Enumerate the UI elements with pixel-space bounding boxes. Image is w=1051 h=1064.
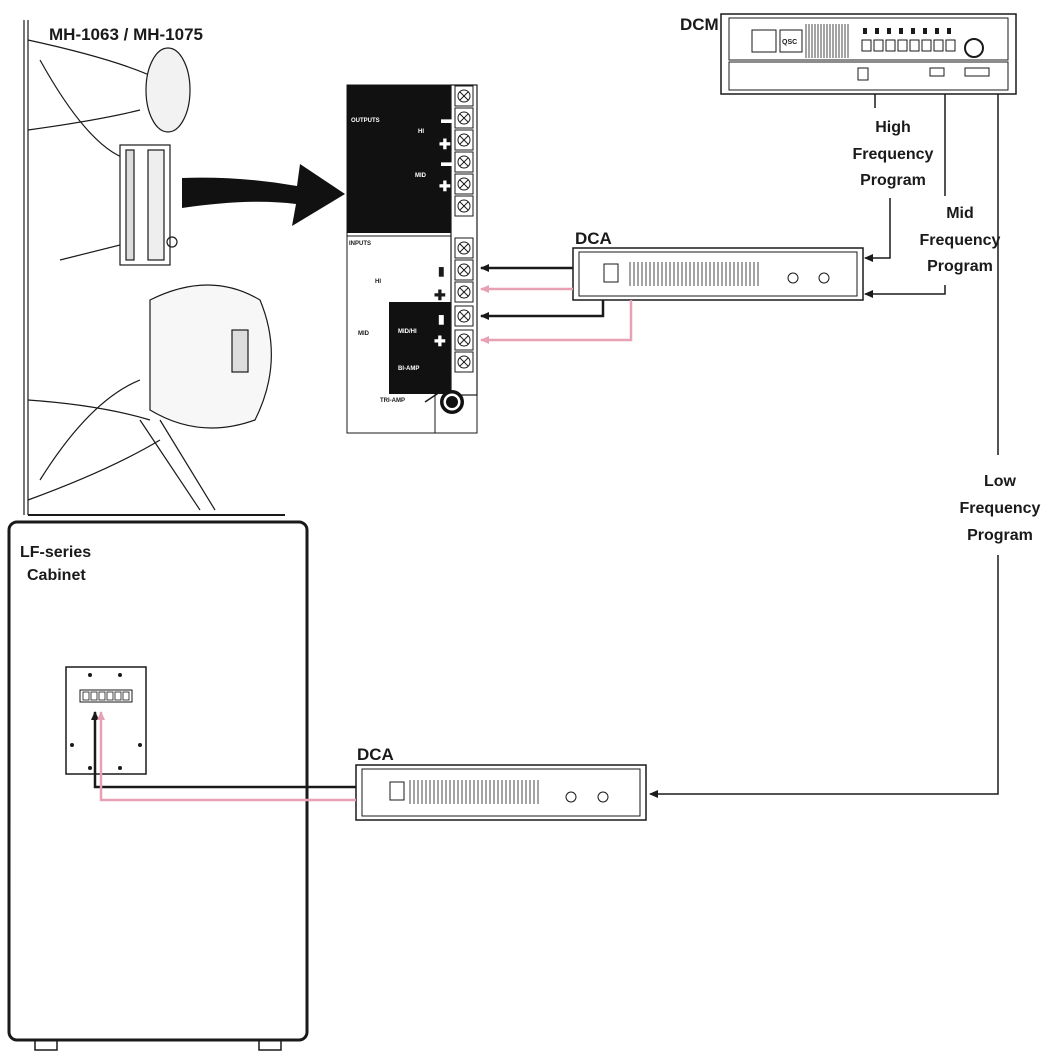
terminal-screw-icon xyxy=(454,195,474,217)
dcm-brand-label: QSC xyxy=(782,39,797,46)
terminal-screw-icon xyxy=(454,85,474,107)
vent-grille xyxy=(805,24,849,58)
svg-text:Program: Program xyxy=(927,258,993,275)
terminal-screw-icon xyxy=(454,305,474,327)
terminal-screw-icon xyxy=(454,129,474,151)
svg-text:Program: Program xyxy=(860,172,926,189)
curved-arrow-icon xyxy=(182,164,345,226)
terminal-screw-icon xyxy=(454,329,474,351)
signal-wiring xyxy=(91,94,999,802)
lf-cabinet-label-line1: LF-series xyxy=(20,544,91,561)
minus-sign-icon: ▬ xyxy=(441,112,453,126)
mid-frequency-program-label: Mid Frequency Program xyxy=(920,205,1001,275)
terminal-screw-icon xyxy=(454,259,474,281)
dca-top-label: DCA xyxy=(575,229,612,248)
terminal-screw-icon xyxy=(454,107,474,129)
dca-amplifier-bottom xyxy=(355,764,647,821)
inputs-mid-label: MID xyxy=(358,331,370,337)
svg-text:High: High xyxy=(875,119,911,136)
terminal-panel: OUTPUTS HI MID INPUTS HI MID MID/HI BI-A… xyxy=(346,84,478,434)
mid-hi-label: MID/HI xyxy=(398,329,417,335)
dcm-keypad xyxy=(861,28,956,52)
dcm-unit: QSC xyxy=(720,13,1017,95)
plus-sign-icon: ✚ xyxy=(434,287,446,303)
high-frequency-program-label: High Frequency Program xyxy=(853,119,934,189)
svg-text:Low: Low xyxy=(984,473,1017,490)
lf-input-terminals xyxy=(70,673,142,770)
terminal-screw-icon xyxy=(454,237,474,259)
outputs-label: OUTPUTS xyxy=(351,118,380,124)
svg-text:Frequency: Frequency xyxy=(920,232,1001,249)
terminal-screw-icon xyxy=(454,351,474,373)
terminal-screw-icon xyxy=(454,173,474,195)
terminal-screw-icon xyxy=(454,151,474,173)
dca-bottom-label: DCA xyxy=(357,745,394,764)
lf-cabinet xyxy=(7,520,309,1051)
svg-text:Mid: Mid xyxy=(946,205,974,222)
dca-amplifier-top xyxy=(572,247,864,301)
svg-text:Program: Program xyxy=(967,527,1033,544)
plus-sign-icon: ✚ xyxy=(439,178,451,194)
lf-cabinet-label-line2: Cabinet xyxy=(27,567,86,584)
minus-sign-icon: ▮ xyxy=(438,312,445,326)
plus-sign-icon: ✚ xyxy=(439,136,451,152)
plus-sign-icon: ✚ xyxy=(434,333,446,349)
inputs-hi-label: HI xyxy=(375,279,381,285)
svg-text:Frequency: Frequency xyxy=(853,146,934,163)
vent-grille xyxy=(409,780,539,804)
terminal-screw-icon xyxy=(454,281,474,303)
bi-amp-label: BI-AMP xyxy=(398,366,419,372)
svg-text:Frequency: Frequency xyxy=(960,500,1041,517)
minus-sign-icon: ▮ xyxy=(438,264,445,278)
outputs-hi-label: HI xyxy=(418,129,424,135)
low-frequency-program-label: Low Frequency Program xyxy=(960,473,1041,544)
outputs-mid-label: MID xyxy=(415,173,427,179)
dcm-label: DCM xyxy=(680,15,719,34)
vent-grille xyxy=(629,262,759,286)
inputs-label: INPUTS xyxy=(349,241,371,247)
tri-amp-label: TRI-AMP xyxy=(380,398,405,404)
mh-speaker-illustration xyxy=(23,20,285,516)
minus-sign-icon: ▬ xyxy=(441,155,453,169)
speaker-model-label: MH-1063 / MH-1075 xyxy=(49,25,203,44)
